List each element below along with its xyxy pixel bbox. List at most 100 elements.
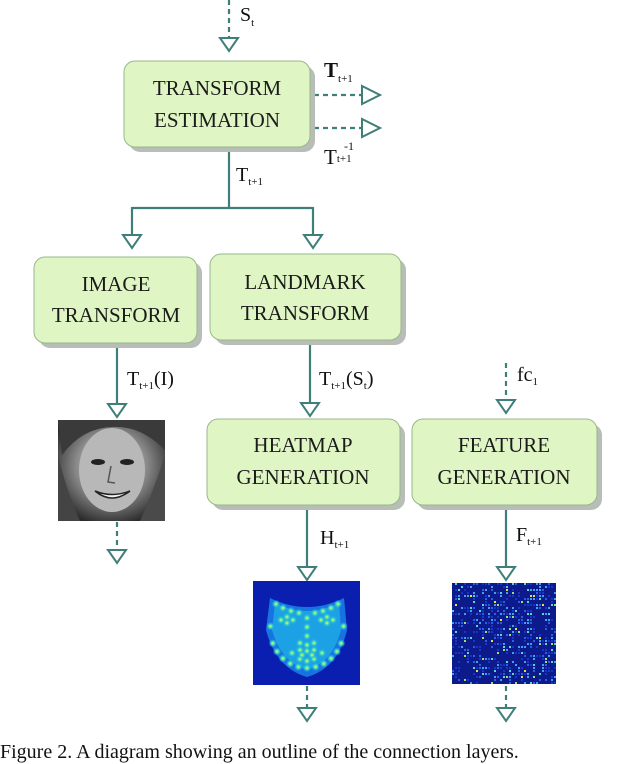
feature-pixel (464, 640, 466, 642)
heatmap-dot (282, 618, 292, 628)
feature-pixel (527, 604, 529, 606)
heatmap-dot (326, 654, 336, 663)
input-state-label: St (240, 4, 254, 29)
feature-pixel (479, 664, 481, 666)
feature-pixel (497, 664, 499, 666)
feature-pixel (533, 589, 535, 591)
feature-pixel (554, 598, 556, 600)
output-t-arrowhead (361, 84, 383, 106)
feature-pixel (545, 586, 547, 588)
feature-pixel (539, 643, 541, 645)
feature-pixel (452, 613, 454, 615)
feature-pixel (506, 598, 508, 600)
heatmap-dot (318, 606, 328, 616)
feature-pixel (545, 649, 547, 651)
feature-pixel (482, 619, 484, 621)
output-inverse-arrowhead (361, 117, 383, 139)
output-transform-label: Tt+1 (324, 58, 353, 85)
feature-pixel (452, 670, 454, 672)
feature-pixel (542, 640, 544, 642)
feature-pixel (530, 664, 532, 666)
feature-pixel (524, 655, 526, 657)
feature-pixel (512, 583, 514, 585)
feature-pixel (488, 595, 490, 597)
feature-pixel (455, 652, 457, 654)
feature-pixel (461, 652, 463, 654)
feature-pixel (554, 676, 556, 678)
feature-pixel (488, 604, 490, 606)
input-arrowhead (218, 37, 240, 53)
feature-pixel (518, 619, 520, 621)
feature-pixel (518, 646, 520, 648)
feature-pixel (527, 583, 529, 585)
feature-pixel (512, 661, 514, 663)
feature-pixel (503, 610, 505, 612)
feature-pixel (527, 661, 529, 663)
feature-pixel (455, 598, 457, 600)
feature-pixel (458, 598, 460, 600)
feature-pixel (515, 616, 517, 618)
heatmap-dot (278, 603, 288, 613)
feature-pixel (494, 679, 496, 681)
heatmap-generation-line2: GENERATION (237, 465, 370, 489)
feature-pixel (464, 595, 466, 597)
feature-pixel (479, 676, 481, 678)
feature-pixel (533, 631, 535, 633)
feature-pixel (476, 676, 478, 678)
feature-pixel (479, 649, 481, 651)
feature-arrowhead (495, 566, 517, 582)
feature-pixel (458, 661, 460, 663)
feature-pixel (500, 679, 502, 681)
feature-pixel (506, 619, 508, 621)
feature-pixel (539, 679, 541, 681)
feature-pixel (524, 670, 526, 672)
feature-pixel (551, 649, 553, 651)
feature-pixel (536, 607, 538, 609)
feature-pixel (482, 658, 484, 660)
feature-pixel (491, 619, 493, 621)
feature-pixel (536, 637, 538, 639)
feature-pixel (455, 583, 457, 585)
feature-pixel (500, 673, 502, 675)
feature-pixel (548, 670, 550, 672)
feature-pixel (458, 625, 460, 627)
feature-pixel (467, 610, 469, 612)
feature-pixel (527, 610, 529, 612)
feature-pixel (515, 682, 517, 684)
feature-pixel (530, 682, 532, 684)
feature-pixel (539, 595, 541, 597)
feature-pixel (509, 682, 511, 684)
feature-pixel (542, 670, 544, 672)
feature-pixel (539, 634, 541, 636)
feature-pixel (524, 646, 526, 648)
feature-pixel (527, 631, 529, 633)
feature-pixel (488, 673, 490, 675)
feature-pixel (554, 631, 556, 633)
figure-caption: Figure 2. A diagram showing an outline o… (0, 741, 519, 763)
feature-pixel (455, 667, 457, 669)
feature-pixel (506, 667, 508, 669)
feature-pixel (521, 667, 523, 669)
feature-output-label: Ft+1 (516, 524, 542, 548)
feature-pixel (554, 652, 556, 654)
feature-pixel (491, 610, 493, 612)
feature-pixel (548, 595, 550, 597)
feature-pixel (512, 589, 514, 591)
feature-pixel (515, 610, 517, 612)
fc-arrowhead (495, 399, 517, 415)
feature-pixel (467, 649, 469, 651)
feature-pixel (488, 631, 490, 633)
heatmap-dot (339, 622, 348, 631)
feature-pixel (494, 604, 496, 606)
feature-pixel (512, 646, 514, 648)
feature-pixel (542, 664, 544, 666)
feature-pixel (542, 649, 544, 651)
heatmap-dot (278, 654, 288, 663)
feature-pixel (506, 661, 508, 663)
feature-pixel (497, 622, 499, 624)
feature-pixel (533, 616, 535, 618)
feature-pixel (461, 646, 463, 648)
feature-pixel (509, 670, 511, 672)
heatmap-arrowhead (296, 566, 318, 582)
feature-pixel (551, 661, 553, 663)
